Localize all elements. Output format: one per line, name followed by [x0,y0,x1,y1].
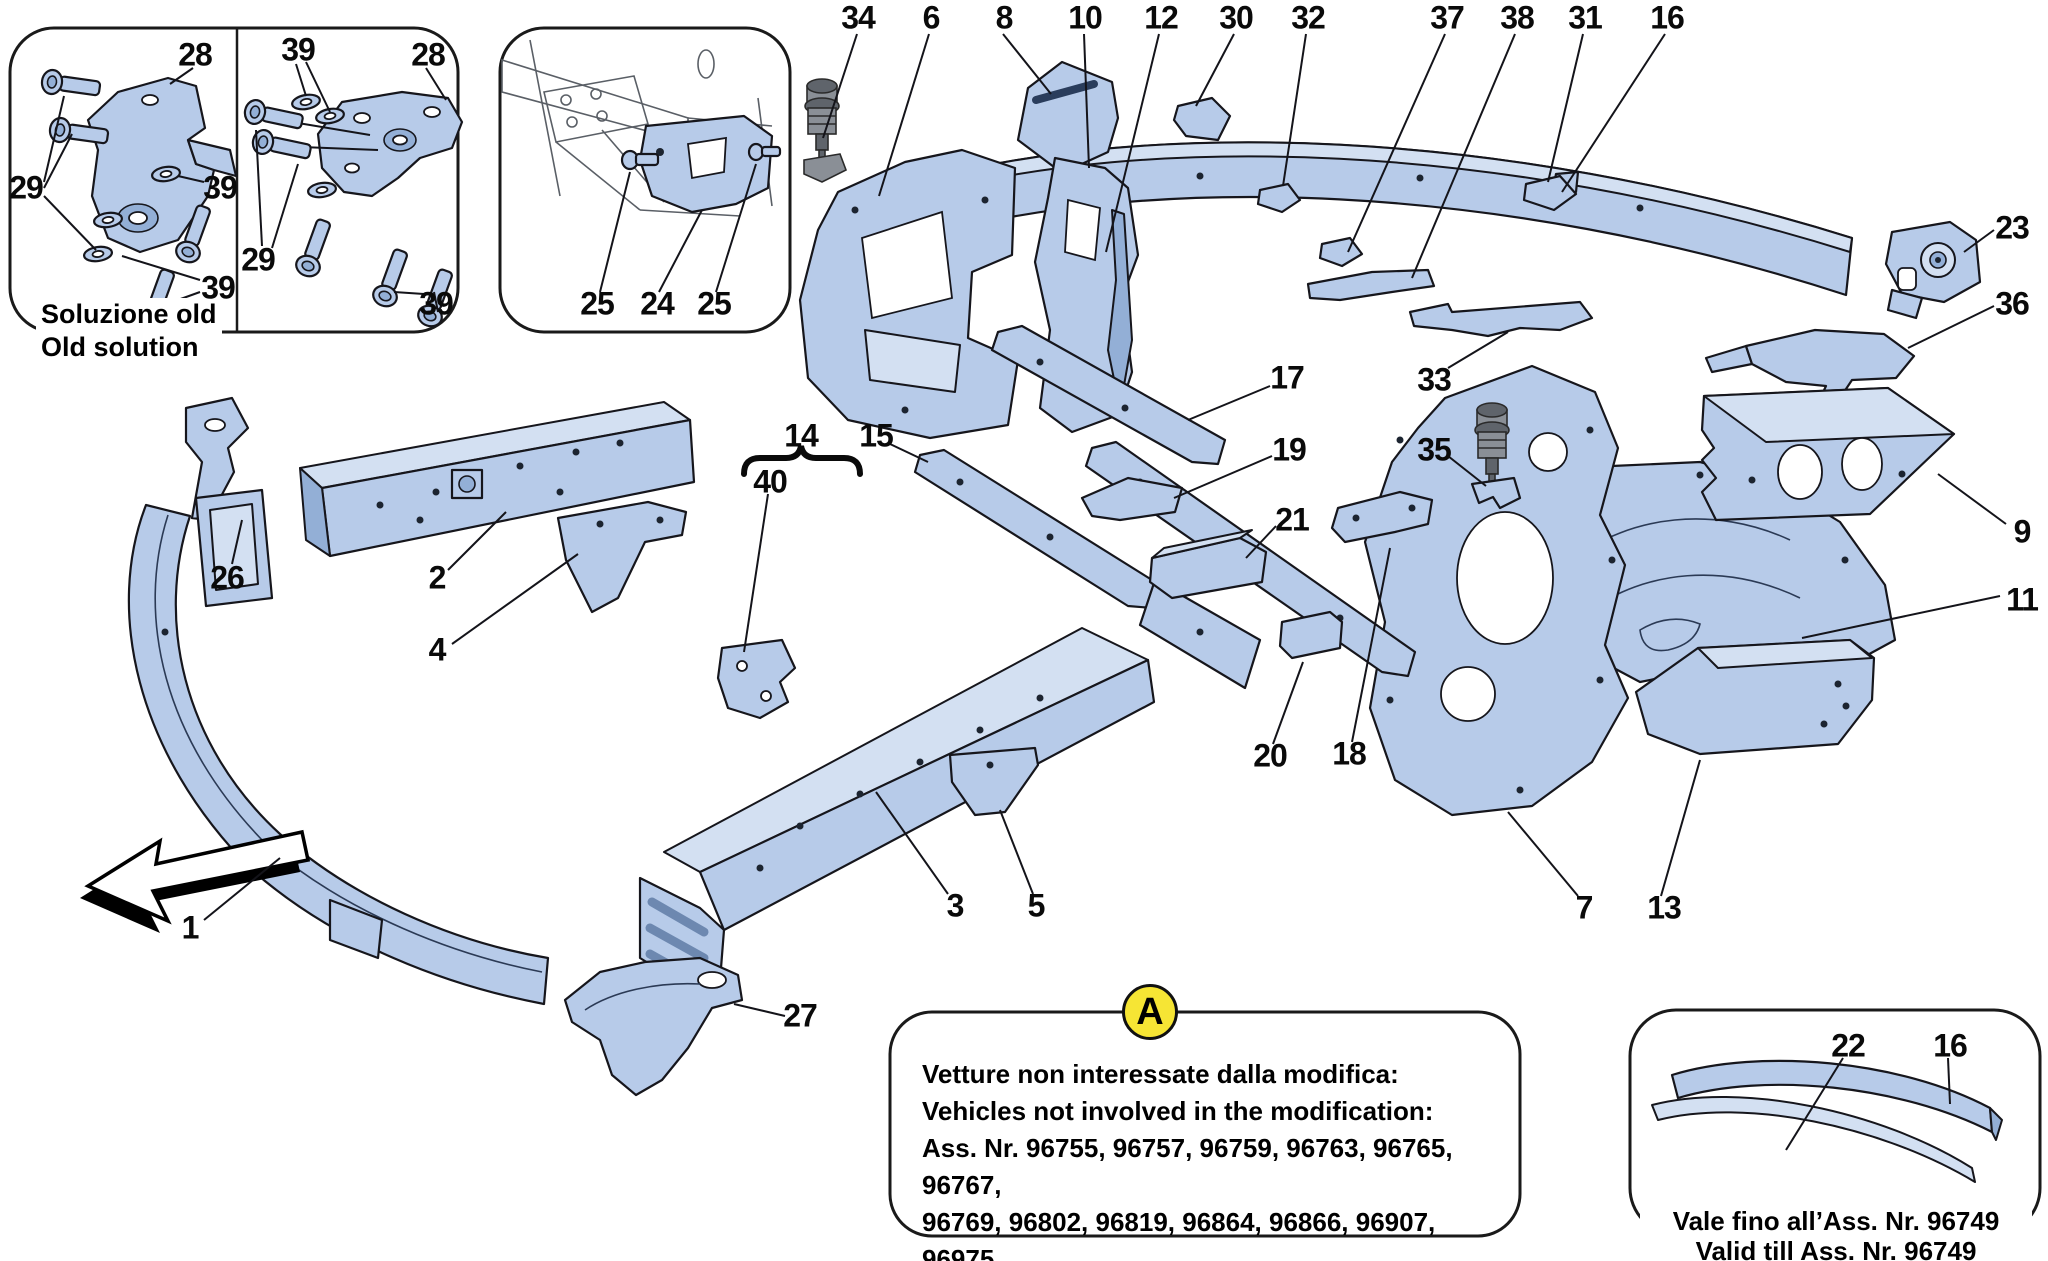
note-box [888,1010,1522,1238]
part-callout-33: 33 [1417,361,1452,398]
old-solution-fasteners [39,67,459,331]
part-3-beam-shape [638,627,1156,1008]
part-callout-2: 2 [428,559,447,596]
part-callout-4: 4 [428,631,447,668]
part-callout-28: 28 [411,36,446,73]
part-callout-10: 10 [1068,0,1103,36]
part-callout-39: 39 [201,269,236,306]
old-solution-caption-it: Soluzione old [41,299,217,329]
part-16-beam-shape [913,141,1854,297]
part-7-shape [1363,364,1630,817]
note-line-2: Vehicles not involved in the modificatio… [922,1096,1434,1126]
part-1-bumper-shape [127,488,550,1006]
part-callout-20: 20 [1253,737,1288,774]
part-callout-40: 40 [753,463,788,500]
part-4-gusset-shape [556,500,688,614]
part-callout-9: 9 [2013,513,2032,550]
part-30-shape [1172,96,1232,142]
part-callout-39: 39 [281,31,316,68]
part-callout-25: 25 [697,285,732,322]
note-line-1: Vetture non interessate dalla modifica: [922,1059,1399,1089]
part-31-shape [1522,174,1578,212]
part-18-shape [1330,490,1434,544]
part-callout-26: 26 [210,559,245,596]
direction-arrow [80,829,311,933]
leader-lines [43,33,2007,1151]
part-38-shape [1306,268,1436,302]
old-solution-caption-en: Old solution [41,332,199,362]
part-callout-5: 5 [1027,887,1046,924]
part-callout-6: 6 [922,0,941,36]
bracket-28-old-left-shape [86,76,238,254]
part-6-shape [798,148,1020,440]
part-16-validity-shape [1670,1059,2003,1141]
part-callout-19: 19 [1272,431,1307,468]
part-24-shape [620,114,782,214]
part-callout-1: 1 [181,909,200,946]
part-23-shape [1884,220,1982,320]
part-callout-24: 24 [640,285,675,322]
part-callout-27: 27 [783,997,818,1034]
part-callout-29: 29 [9,169,44,206]
part-callout-21: 21 [1275,501,1310,538]
part-callout-12: 12 [1144,0,1179,36]
validity-caption-it: Vale fino all’Ass. Nr. 96749 [1640,1206,2032,1236]
part-callout-35: 35 [1417,431,1452,468]
part-36-shape [1704,328,1916,444]
part-40-shape [716,638,797,720]
part-callout-30: 30 [1219,0,1254,36]
part-13-shape [1634,638,1876,756]
part-callout-37: 37 [1430,0,1465,36]
part-37-shape [1318,236,1364,268]
part-callout-39: 39 [203,169,238,206]
note-badge-a: A [1122,984,1178,1040]
bracket-28-old-right-shape [316,90,464,198]
part-callout-18: 18 [1332,735,1367,772]
part-callout-28: 28 [178,36,213,73]
part-callout-34: 34 [841,0,876,36]
part-callout-7: 7 [1575,889,1594,926]
part-callout-36: 36 [1995,285,2030,322]
part-2-beam-shape [299,401,696,558]
part-callout-8: 8 [995,0,1014,36]
part-callout-29: 29 [241,241,276,278]
part-17-rail-shape [990,324,1227,466]
part-callout-31: 31 [1568,0,1603,36]
part-19-shape [1080,476,1184,522]
part-callout-16: 16 [1933,1027,1968,1064]
part-callout-38: 38 [1500,0,1535,36]
group-14-brace [741,445,863,477]
note-line-4: 96769, 96802, 96819, 96864, 96866, 96907… [922,1207,1436,1261]
part-callout-17: 17 [1270,359,1305,396]
part-callout-3: 3 [946,887,965,924]
part-callout-15: 15 [859,417,894,454]
part-callout-14: 14 [784,417,819,454]
part-callout-39: 39 [419,285,454,322]
part-callout-11: 11 [2006,581,2039,618]
part-callout-23: 23 [1995,209,2030,246]
note-text: Vetture non interessate dalla modifica: … [922,1056,1512,1261]
old-solution-caption: Soluzione old Old solution [36,298,222,364]
part-27-shape [563,956,744,1097]
part-21-shape [1148,529,1268,600]
part-20-shape [1278,610,1344,660]
note-line-3: Ass. Nr. 96755, 96757, 96759, 96763, 967… [922,1133,1453,1200]
part-8-shape [1016,60,1120,175]
part-callout-13: 13 [1647,889,1682,926]
part-34-sensor-shape [803,78,848,183]
validity-caption-en: Valid till Ass. Nr. 96749 [1695,1236,1977,1261]
part-9-shape [1700,386,1956,522]
part-callout-32: 32 [1291,0,1326,36]
part-5-gusset-shape [948,746,1040,817]
part-callout-16: 16 [1650,0,1685,36]
part-33-shape [1408,300,1594,338]
part-callout-25: 25 [580,285,615,322]
part-callout-22: 22 [1831,1027,1866,1064]
part-14-rail-shape [913,448,1262,690]
part-22-validity-shape [1651,1096,1976,1183]
